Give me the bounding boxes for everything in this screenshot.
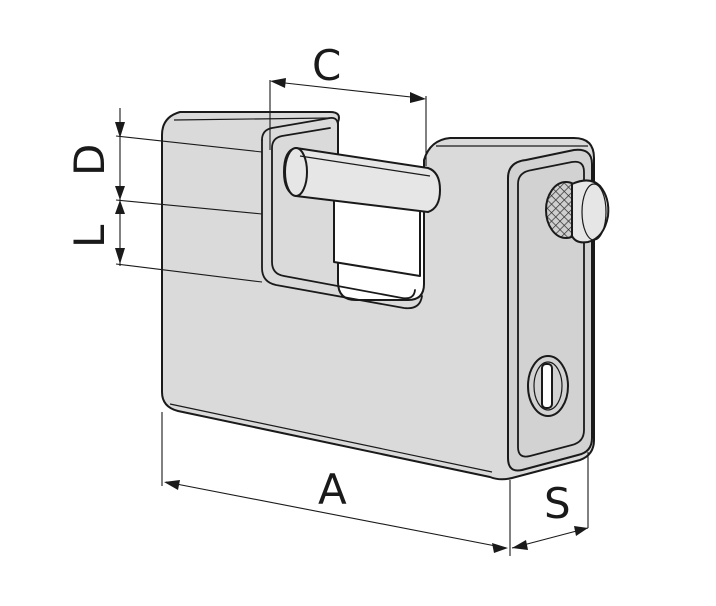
- dimension-l-arrow-bottom: [115, 248, 125, 264]
- shackle: [283, 147, 441, 213]
- dimension-s-label: S: [544, 479, 571, 528]
- dimension-l-arrow-top: [115, 200, 125, 214]
- dimension-l-extension-bottom: [115, 263, 263, 283]
- keyhole-slot: [541, 363, 553, 409]
- lock-side-inner-edge: [517, 160, 585, 458]
- dimension-c-line: [275, 81, 421, 99]
- dimension-d-label: D: [65, 144, 114, 176]
- dimension-d-arrow-top: [115, 122, 125, 138]
- keyhole-rim: [533, 361, 563, 411]
- dimension-a-arrow-left: [164, 480, 180, 490]
- dimension-c-arrow-left: [270, 78, 286, 88]
- knob-cap-face: [581, 183, 607, 241]
- dimension-d-l: D L: [65, 108, 263, 283]
- padlock-bottom-edge: [169, 403, 493, 473]
- shackle-bar: [283, 147, 441, 213]
- dimension-l-label: L: [65, 224, 114, 248]
- dimension-c-label: C: [312, 41, 341, 90]
- knob-cap: [571, 179, 610, 244]
- shackle-recess-inner: [271, 127, 416, 300]
- knurled-knob: [545, 179, 610, 244]
- dimension-a-arrow-right: [492, 543, 508, 553]
- keyhole: [527, 355, 569, 417]
- shackle-highlight: [299, 155, 431, 177]
- shackle-recess-left: [261, 139, 423, 310]
- dimension-s-arrow-left: [512, 540, 528, 550]
- dimension-s-arrow-right: [574, 526, 588, 536]
- dimension-d-arrow-bottom: [115, 186, 125, 200]
- dimension-c-arrow-right: [410, 92, 426, 103]
- padlock-top-edge: [173, 117, 588, 147]
- dimension-d-extension-bottom: [115, 199, 263, 215]
- shackle-end: [284, 147, 308, 197]
- padlock-front-face: [161, 111, 595, 481]
- dimension-a: A: [161, 412, 511, 556]
- dimension-d-extension-top: [115, 135, 263, 153]
- dimension-c: C: [269, 41, 427, 166]
- dimension-s: S: [511, 452, 589, 550]
- dimension-a-line: [165, 481, 507, 549]
- dimension-a-label: A: [318, 465, 347, 514]
